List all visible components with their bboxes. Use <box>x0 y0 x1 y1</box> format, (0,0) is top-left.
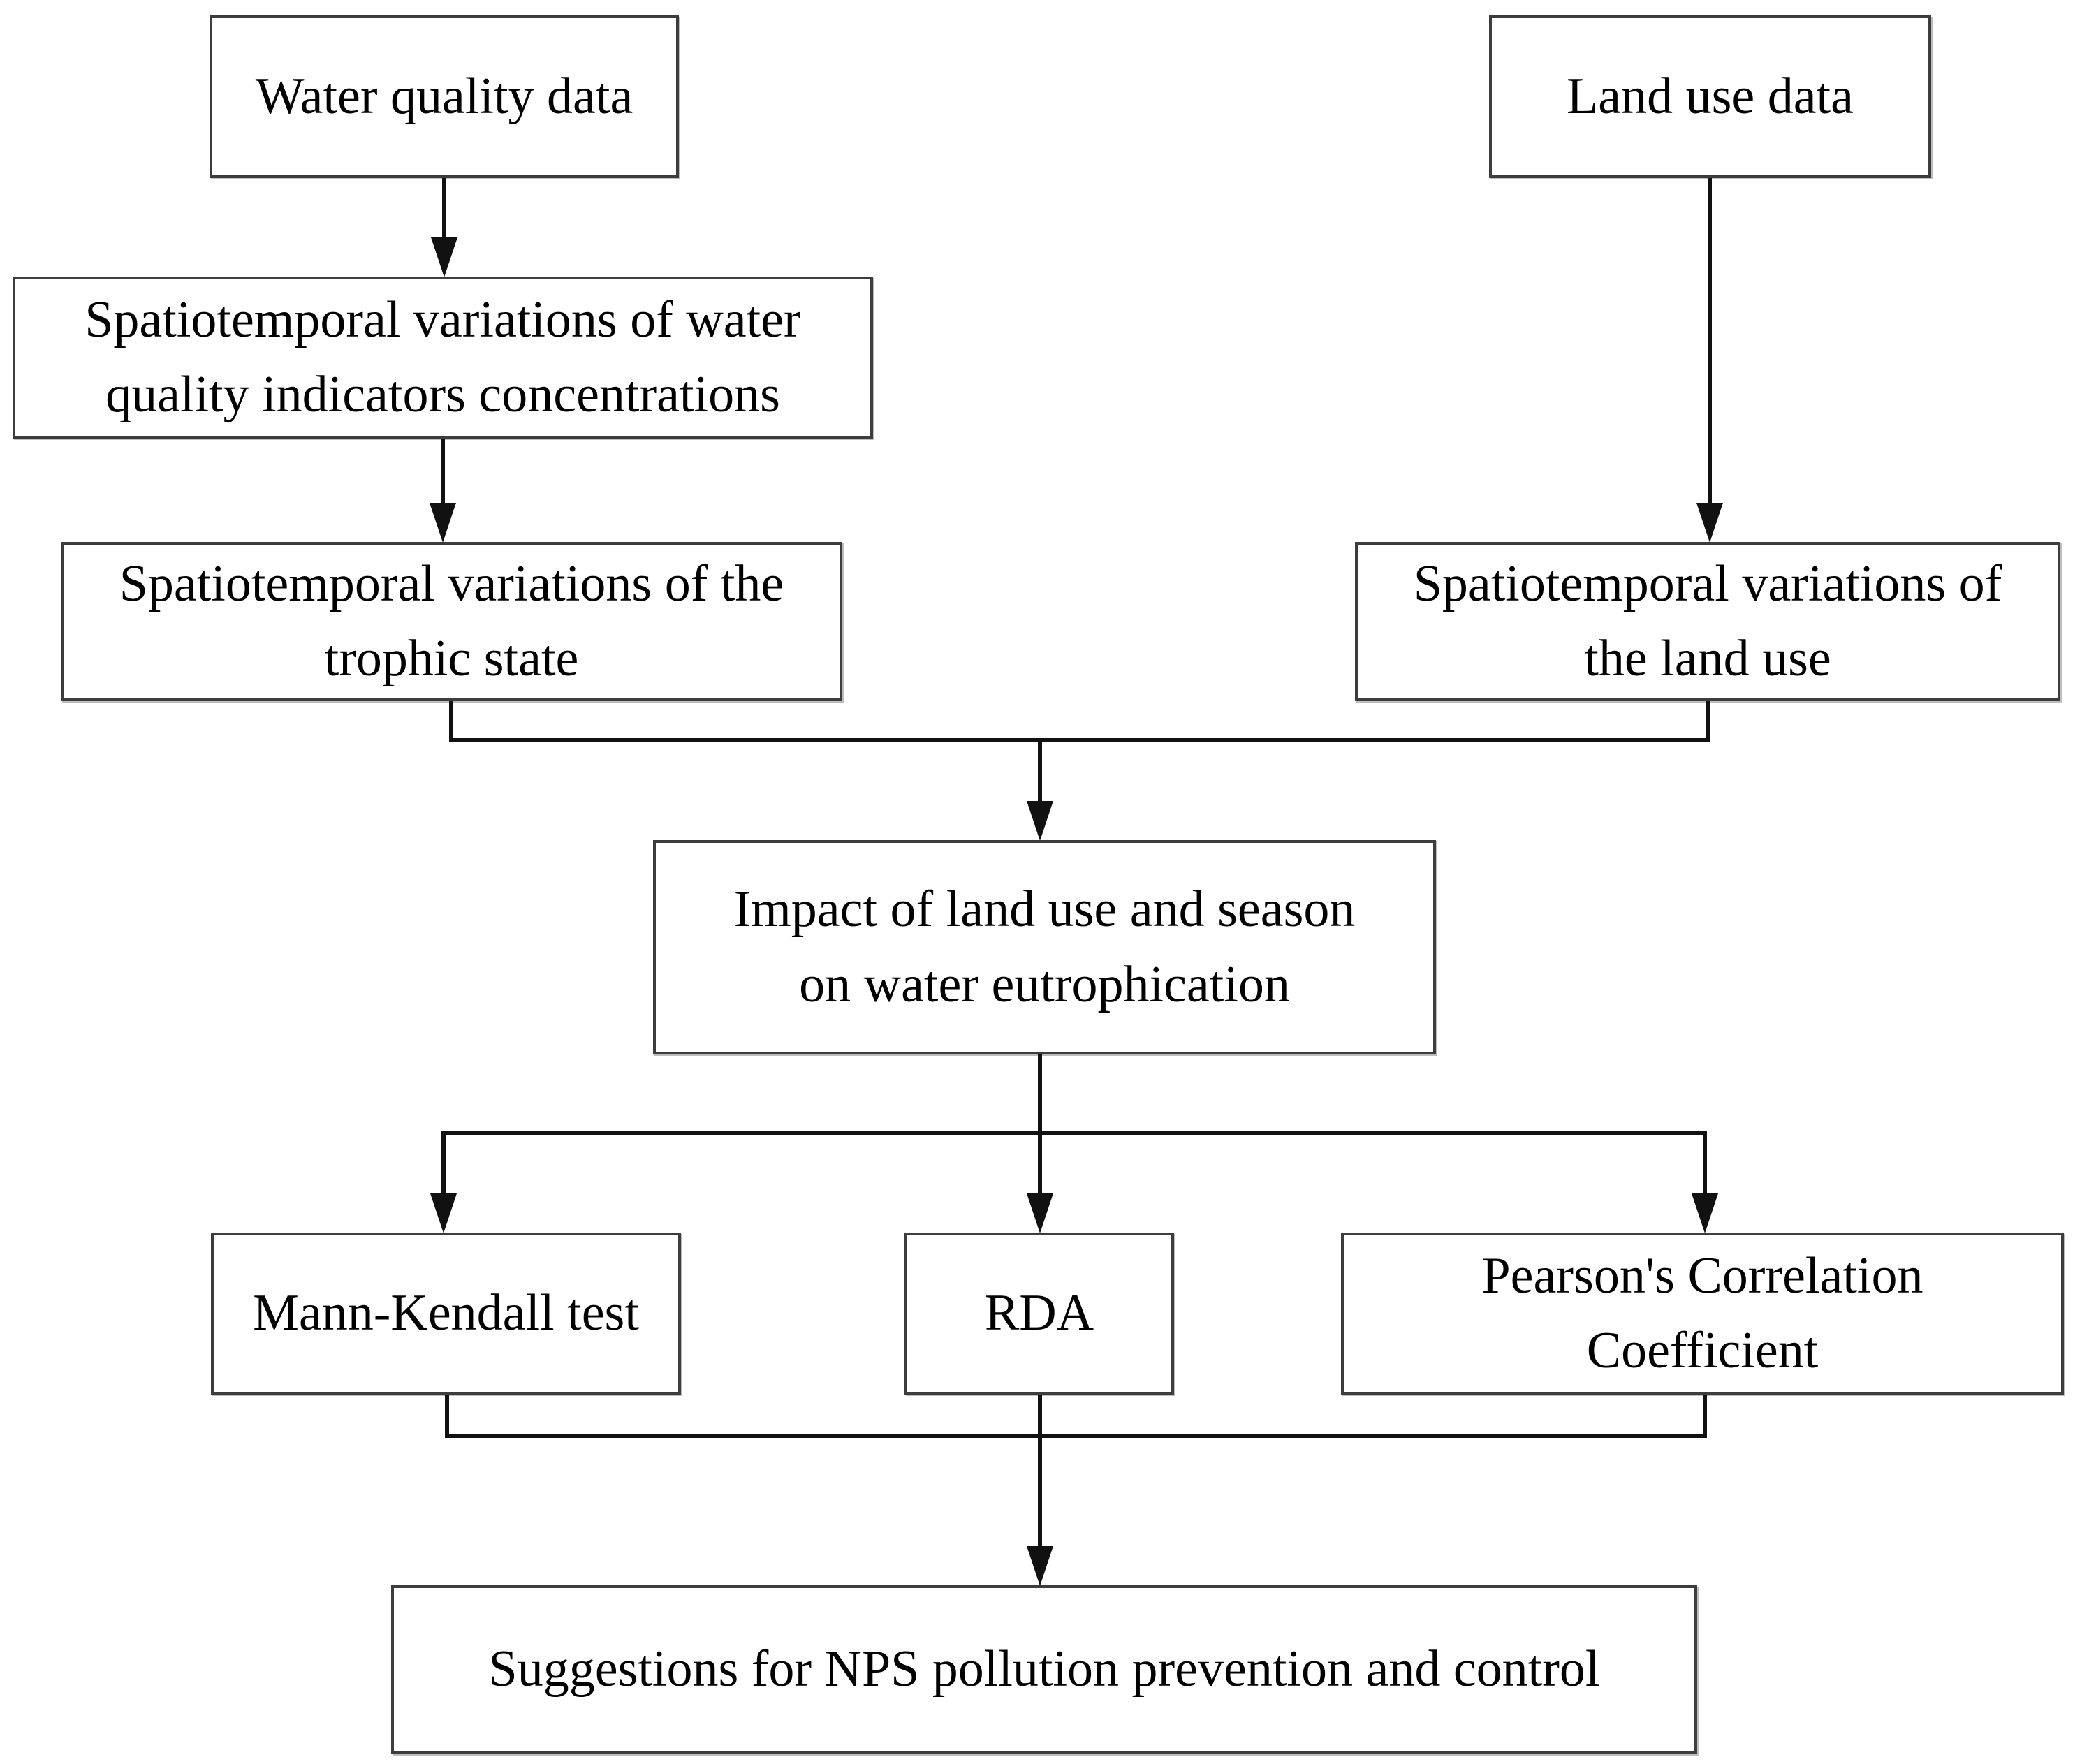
node-mann-kendall-test: Mann-Kendall test <box>211 1233 681 1395</box>
arrowhead-down <box>1027 1193 1053 1233</box>
arrowhead-down <box>1692 1193 1718 1233</box>
arrowhead-down <box>1696 503 1723 543</box>
connector-merge-line-lower <box>445 1434 1707 1438</box>
connector-rda-drop <box>1038 1395 1042 1438</box>
connector-trophic-drop <box>449 701 453 742</box>
arrowhead-down <box>1027 801 1053 841</box>
node-suggestions-nps: Suggestions for NPS pollution prevention… <box>391 1585 1697 1754</box>
arrowhead-down <box>430 503 456 543</box>
node-impact-eutrophication: Impact of land use and season on water e… <box>653 840 1436 1054</box>
connector-landuse-to-variations <box>1708 178 1712 504</box>
arrowhead-down <box>430 1193 457 1233</box>
node-pearson-correlation: Pearson's Correlation Coefficient <box>1341 1233 2064 1395</box>
connector-wqvariations-to-trophic <box>441 439 445 504</box>
node-land-use-variations: Spatiotemporal variations of the land us… <box>1355 542 2060 701</box>
connector-mannkendall-drop <box>445 1395 449 1438</box>
node-water-quality-data: Water quality data <box>210 15 679 178</box>
connector-pearson-drop <box>1703 1395 1707 1438</box>
arrowhead-down <box>1027 1546 1053 1586</box>
connector-split-right-drop <box>1703 1133 1707 1193</box>
connector-split-center-drop <box>1038 1133 1042 1193</box>
node-trophic-state-variations: Spatiotemporal variations of the trophic… <box>61 542 842 701</box>
connector-split-line <box>441 1131 1707 1135</box>
connector-split-left-drop <box>441 1133 446 1193</box>
node-rda: RDA <box>904 1233 1174 1395</box>
connector-impact-out <box>1038 1054 1042 1135</box>
node-land-use-data: Land use data <box>1489 15 1931 178</box>
connector-merge-to-suggestions <box>1038 1436 1042 1546</box>
connector-merge-line-upper <box>449 738 1710 742</box>
node-water-quality-variations: Spatiotemporal variations of water quali… <box>13 277 873 439</box>
arrowhead-down <box>431 237 457 277</box>
connector-landusevar-drop <box>1706 701 1710 742</box>
connector-wqdata-to-wqvariations <box>442 178 446 239</box>
connector-merge-to-impact <box>1038 740 1042 801</box>
